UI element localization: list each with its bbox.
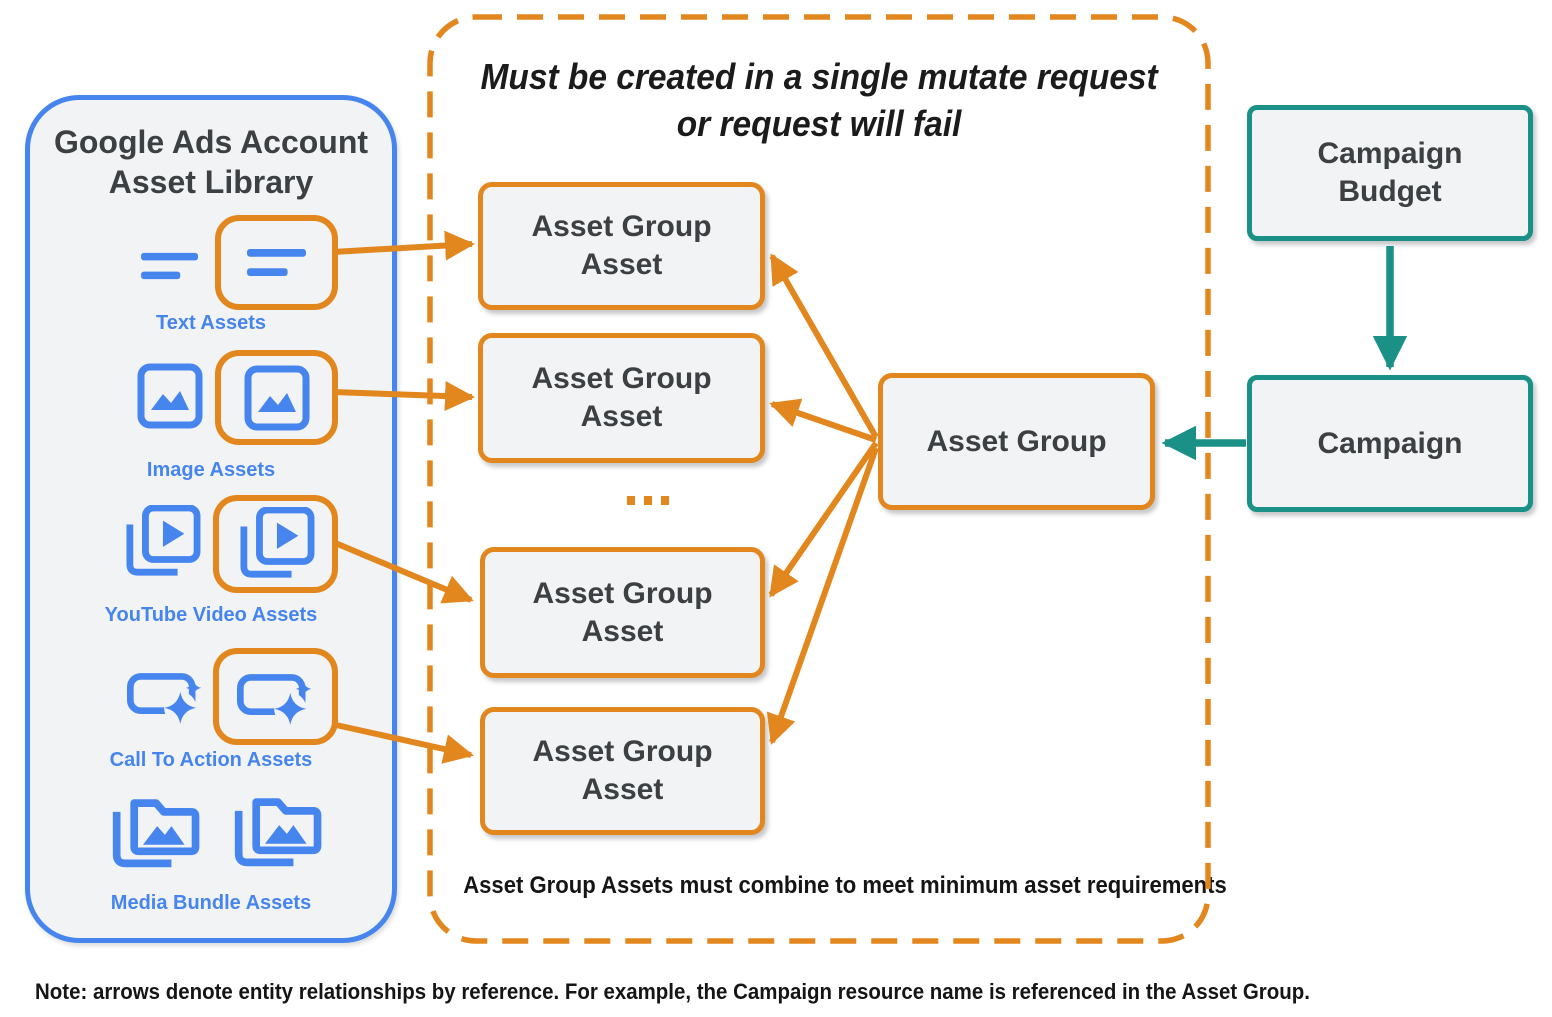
youtube-video-asset-highlight-box (213, 495, 338, 593)
arrow-asset-group-to-box4 (766, 446, 879, 745)
call-to-action-assets-label: Call To Action Assets (109, 749, 313, 771)
asset-group-asset-box-2: Asset Group Asset (478, 333, 765, 463)
arrow-asset-group-to-box2 (769, 398, 877, 443)
text-assets-label: Text Assets (155, 312, 267, 334)
youtube-video-assets-label: YouTube Video Assets (104, 604, 318, 626)
diagram-note: Note: arrows denote entity relationships… (35, 979, 1310, 1004)
asset-group-box: Asset Group (878, 373, 1155, 510)
youtube-video-asset-icon (126, 505, 201, 576)
campaign-budget-box: Campaign Budget (1247, 105, 1533, 241)
image-assets-label: Image Assets (146, 459, 276, 481)
asset-group-asset-box-1: Asset Group Asset (478, 182, 765, 310)
call-to-action-asset-icon (236, 674, 311, 726)
image-asset-icon (137, 363, 203, 429)
mutate-request-title: Must be created in a single mutate reque… (430, 53, 1208, 147)
text-asset-highlight-box (215, 215, 338, 310)
ellipsis-dots (627, 496, 669, 505)
call-to-action-asset-icon (127, 673, 202, 725)
image-asset-icon (244, 365, 309, 430)
media-bundle-asset-icon (112, 799, 200, 868)
image-asset-highlight-box (215, 350, 338, 445)
media-bundle-assets-label: Media Bundle Assets (110, 892, 312, 914)
arrow-asset-group-to-box1 (769, 253, 879, 439)
text-asset-icon (246, 248, 306, 277)
media-bundle-asset-icon (234, 798, 322, 867)
mutate-title-line1: Must be created in a single mutate reque… (480, 56, 1158, 97)
call-to-action-asset-highlight-box (213, 648, 338, 745)
asset-group-asset-box-3: Asset Group Asset (480, 547, 765, 678)
asset-library-title: Google Ads Account Asset Library (53, 124, 369, 200)
mutate-title-line2: or request will fail (676, 103, 962, 144)
campaign-box: Campaign (1247, 375, 1533, 512)
youtube-video-asset-icon (239, 507, 314, 578)
mutate-request-footnote: Asset Group Assets must combine to meet … (463, 872, 1227, 899)
arrow-asset-group-to-box3 (768, 441, 879, 598)
asset-group-asset-box-4: Asset Group Asset (480, 707, 765, 835)
text-asset-icon (141, 252, 198, 280)
asset-library-panel: Google Ads Account Asset Library Text As… (25, 95, 397, 943)
